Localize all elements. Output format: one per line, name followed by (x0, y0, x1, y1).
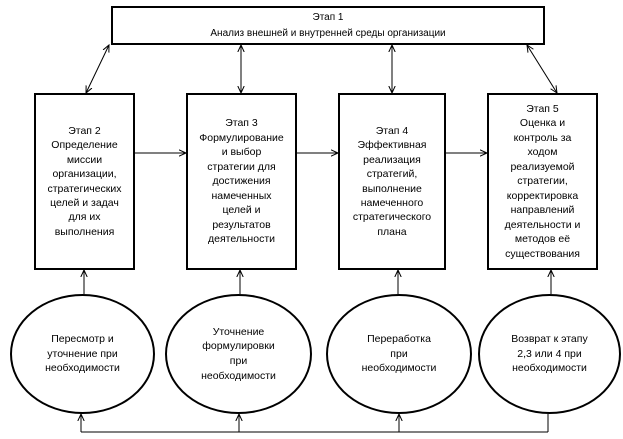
stage5-box: Этап 5 Оценка и контроль за ходом реализ… (487, 93, 598, 270)
stage1-title: Этап 1 (312, 12, 344, 23)
stage4-title: Этап 4 (375, 124, 409, 137)
stage3-title: Этап 3 (225, 117, 258, 130)
feedback2-text: Уточнение формулировки при необходимости (201, 325, 276, 382)
link-stage1-stage2 (86, 45, 109, 93)
stage2-text: Определение миссии организации, стратеги… (47, 139, 122, 238)
feedback3-text: Переработка при необходимости (361, 332, 437, 375)
stage4-text: Эффективная реализация стратегий, выполн… (352, 139, 432, 238)
stage1-text: Анализ внешней и внутренней среды органи… (210, 27, 446, 39)
stage3-box: Этап 3 Формулирование и выбор стратегии … (186, 93, 297, 270)
feedback3-ellipse: Переработка при необходимости (326, 294, 472, 414)
feedback4-text: Возврат к этапу 2,3 или 4 при необходимо… (511, 332, 588, 375)
stage2-title: Этап 2 (68, 124, 101, 137)
feedback1-ellipse: Пересмотр и уточнение при необходимости (10, 294, 155, 414)
stage5-title: Этап 5 (526, 102, 559, 115)
link-stage1-stage5 (527, 45, 557, 93)
stage1-box: Этап 1 Анализ внешней и внутренней среды… (111, 6, 545, 45)
stage2-box: Этап 2 Определение миссии организации, с… (34, 93, 135, 270)
stage4-box: Этап 4 Эффективная реализация стратегий,… (338, 93, 446, 270)
stage3-text: Формулирование и выбор стратегии для дос… (199, 131, 284, 246)
feedback4-ellipse: Возврат к этапу 2,3 или 4 при необходимо… (478, 294, 621, 414)
stage5-text: Оценка и контроль за ходом реализуемой с… (504, 117, 581, 260)
feedback2-ellipse: Уточнение формулировки при необходимости (165, 294, 312, 414)
feedback1-text: Пересмотр и уточнение при необходимости (45, 332, 120, 375)
